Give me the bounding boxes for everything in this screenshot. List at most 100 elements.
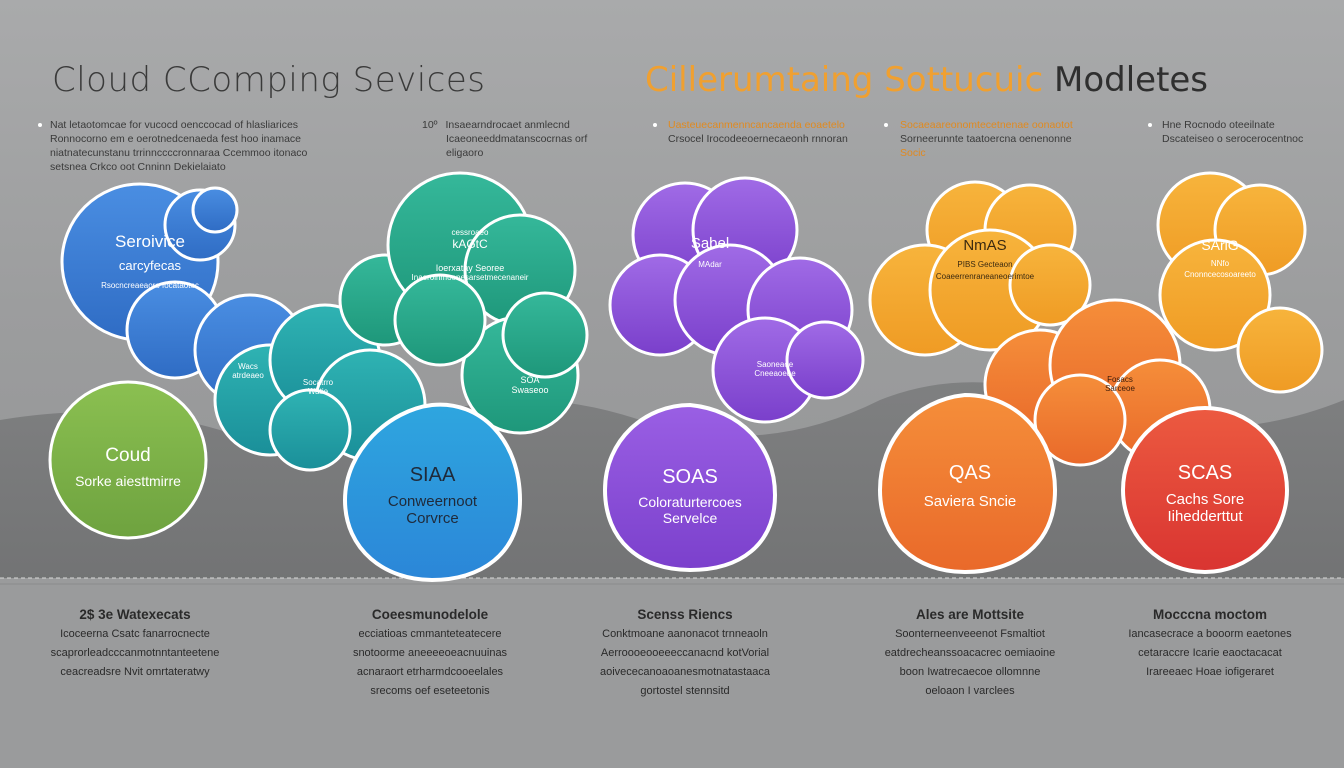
bottom-col-4: Ales are Mottsite Soonterneenveeenot Fsm…	[855, 606, 1085, 701]
title-right: Cillerumtaing Sottucuic Modletes	[645, 60, 1208, 100]
bullet-dot	[38, 123, 42, 127]
bottom-col-line: ecciatioas cmmanteteatecere	[358, 628, 502, 640]
top-text-line: Sorneerunnte taatoercna oenenonne	[900, 133, 1072, 145]
bottom-col-line: Soonterneenveeenot Fsmaltiot	[895, 628, 1045, 640]
circle-lime-label: Coud Sorke aiesttmirre	[58, 445, 198, 489]
top-text-line: Hne Rocnodo oteeilnate	[1162, 119, 1275, 131]
drop-orange-line: Saviera Sncie	[923, 493, 1017, 510]
bottom-col-line: oeloaon I varclees	[925, 685, 1015, 697]
title-left: Cloud CComping Sevices	[52, 60, 486, 100]
top-text-line: Uasteuecanmenncancaenda eoaetelo	[668, 119, 845, 131]
bottom-col-line: Icoceerna Csatc fanarrocnecte	[60, 628, 210, 640]
bottom-col-1: 2$ 3e Watexecats Icoceerna Csatc fanarro…	[20, 606, 250, 682]
cloud-green	[338, 171, 589, 435]
cloud-amber-right-line: Cnonncecosoareeto	[1184, 270, 1256, 279]
bottom-col-line: gortostel stennsitd	[640, 685, 730, 697]
circle-lime-line: Coud	[105, 445, 151, 466]
cloud-green-line: kAGtC	[452, 237, 488, 251]
cloud-green-line: Ioerxatay Seoree	[435, 263, 505, 273]
bullet-dot	[653, 123, 657, 127]
top-text-line: Icaeoneeddmatanscocrnas orf eligaoro	[446, 133, 588, 159]
cloud-green-line: Inaerolnmoenesarsetmecenaneir	[411, 273, 529, 282]
bottom-col-line: aoivececanoaoanesmotnatastaaca	[599, 666, 770, 678]
bottom-col-line: cetaraccre Icarie eaoctacacat	[1138, 647, 1282, 659]
top-text-line: Dscateiseo o serocerocentnoc	[1162, 133, 1304, 145]
cloud-teal-small-line: atrdeaeo	[232, 371, 264, 380]
top-text-1: Nat letaotomcae for vucocd oenccocad of …	[50, 118, 395, 174]
cloud-amber-right-line: SAriG	[1201, 237, 1239, 253]
top-text-line: Socic	[900, 147, 926, 159]
top-text-5: Hne Rocnodo oteeilnate Dscateiseo o sero…	[1162, 118, 1332, 146]
cloud-teal	[213, 303, 427, 472]
bottom-col-line: snotoorme aneeeeoeacnuuinas	[352, 647, 508, 659]
drop-purple-line: SOAS	[662, 466, 718, 488]
top-text-line: Insaearndrocaet anmlecnd	[445, 119, 570, 131]
cloud-purple-line: MAdar	[698, 260, 722, 269]
cloud-purple-mid-label: Saoneaoe Cneeaoeue	[735, 360, 815, 378]
bottom-col-title: Coeesmunodelole	[371, 607, 489, 622]
cloud-amber-line: Coaeerrenraneaneoerimtoe	[935, 272, 1035, 281]
cloud-purple-top-label: Sabel MAdar	[670, 235, 750, 269]
cloud-orange-label: Fosacs Sarceoe	[1090, 375, 1150, 393]
drop-blue-line: Conweernoot	[387, 493, 478, 510]
cloud-teal-small-line: Wacs	[238, 362, 258, 371]
top-text-marker: 10º	[422, 119, 438, 131]
circle-red-line: Iihedderttut	[1167, 508, 1243, 525]
cloud-amber-right-line: NNfo	[1210, 259, 1230, 268]
bottom-col-line: srecoms oef eseteetonis	[370, 685, 490, 697]
drop-purple-label: SOAS Coloraturtercoes Servelce	[615, 466, 765, 526]
circle-red-shape	[1121, 406, 1289, 574]
bottom-col-line: ceacreadsre Nvit omrtateratwy	[60, 666, 210, 678]
cloud-blue-fine: Rsocncreaeaoro focataotec	[101, 281, 199, 290]
cloud-orange-line: Fosacs	[1107, 375, 1133, 384]
drop-orange-shape	[877, 392, 1058, 575]
drop-orange-line: QAS	[948, 462, 992, 484]
title-right-orange: Cillerumtaing Sottucuic	[645, 60, 1044, 100]
cloud-teal-mid-line: Socatrro	[302, 378, 334, 387]
cloud-blue-title: Seroivice	[115, 232, 185, 251]
circle-lime-line: Sorke aiesttmirre	[75, 473, 181, 489]
bottom-col-line: Aerroooeooeeeccanacnd kotVorial	[600, 647, 770, 659]
top-text-4: Socaeaareonomtecetnenae oonaotot Sorneer…	[900, 118, 1110, 160]
top-text-3: Uasteuecanmenncancaenda eoaetelo Crsocel…	[668, 118, 868, 146]
title-right-dark: Modletes	[1043, 60, 1209, 100]
bottom-col-line: eatdrecheanssoacacrec oemiaoine	[884, 647, 1056, 659]
floor	[0, 578, 1344, 768]
circle-lime-shape	[48, 380, 208, 540]
cloud-green-label: cessroaeo kAGtC Ioerxatay Seoree Inaerol…	[395, 228, 545, 282]
cloud-green-line: cessroaeo	[451, 228, 489, 237]
cloud-purple-mid-line: Saoneaoe	[756, 360, 794, 369]
bottom-col-line: boon Iwatrecaecoe ollomnne	[899, 666, 1041, 678]
drop-blue-label: SIAA Conweernoot Corvrce	[360, 464, 505, 527]
drop-purple-line: Servelce	[662, 510, 718, 526]
cloud-blue-label: Seroivice carcyfecas Rsocncreaeaoro foca…	[90, 232, 210, 290]
drop-purple-line: Coloraturtercoes	[638, 494, 742, 510]
cloud-amber	[868, 171, 1324, 394]
cloud-teal-mid-label: Socatrro Watie	[288, 378, 348, 396]
cloud-amber-label: NmAS PIBS Gecteaon Coaeerrenraneaneoerim…	[920, 237, 1050, 281]
cloud-teal-small-label: Wacs atrdeaeo	[218, 362, 278, 380]
bottom-col-title: Scenss Riencs	[637, 607, 733, 622]
top-text-line: niatnatecunstanu trrinnccccronnaraa Ccem…	[50, 147, 308, 159]
bottom-col-3: Scenss Riencs Conktmoane aanonacot trnne…	[575, 606, 795, 701]
bottom-col-title: Ales are Mottsite	[915, 607, 1025, 622]
bottom-col-line: Iancasecrace a booorm eaetones	[1128, 628, 1292, 640]
top-text-line: Socaeaareonomtecetnenae oonaotot	[900, 119, 1073, 131]
cloud-green-small-line: SOA	[520, 375, 540, 385]
circle-red-line: SCAS	[1177, 462, 1233, 484]
drop-blue-line: SIAA	[409, 464, 456, 486]
drop-purple-shape	[602, 402, 778, 573]
cloud-orange-line: Sarceoe	[1105, 384, 1135, 393]
circle-red-label: SCAS Cachs Sore Iihedderttut	[1130, 462, 1280, 525]
bottom-col-5: Mocccna moctom Iancasecrace a booorm eae…	[1095, 606, 1325, 682]
drop-blue-shape	[342, 402, 523, 583]
top-text-2: 10º Insaearndrocaet anmlecnd Icaeoneeddma…	[422, 118, 622, 160]
top-text-line: Ronnocorno em e oerotnedcenaeda fest hoo…	[50, 133, 302, 145]
top-text-line: Crsocel Irocodeeoernecaeonh rnnoran	[668, 133, 848, 145]
bottom-col-line: acnaraort etrharmdcooeelales	[356, 666, 504, 678]
bullet-dot	[1148, 123, 1152, 127]
drop-orange-label: QAS Saviera Sncie	[895, 462, 1045, 510]
top-text-line: Nat letaotomcae for vucocd oenccocad of …	[50, 119, 299, 131]
bottom-col-title: 2$ 3e Watexecats	[79, 607, 191, 622]
